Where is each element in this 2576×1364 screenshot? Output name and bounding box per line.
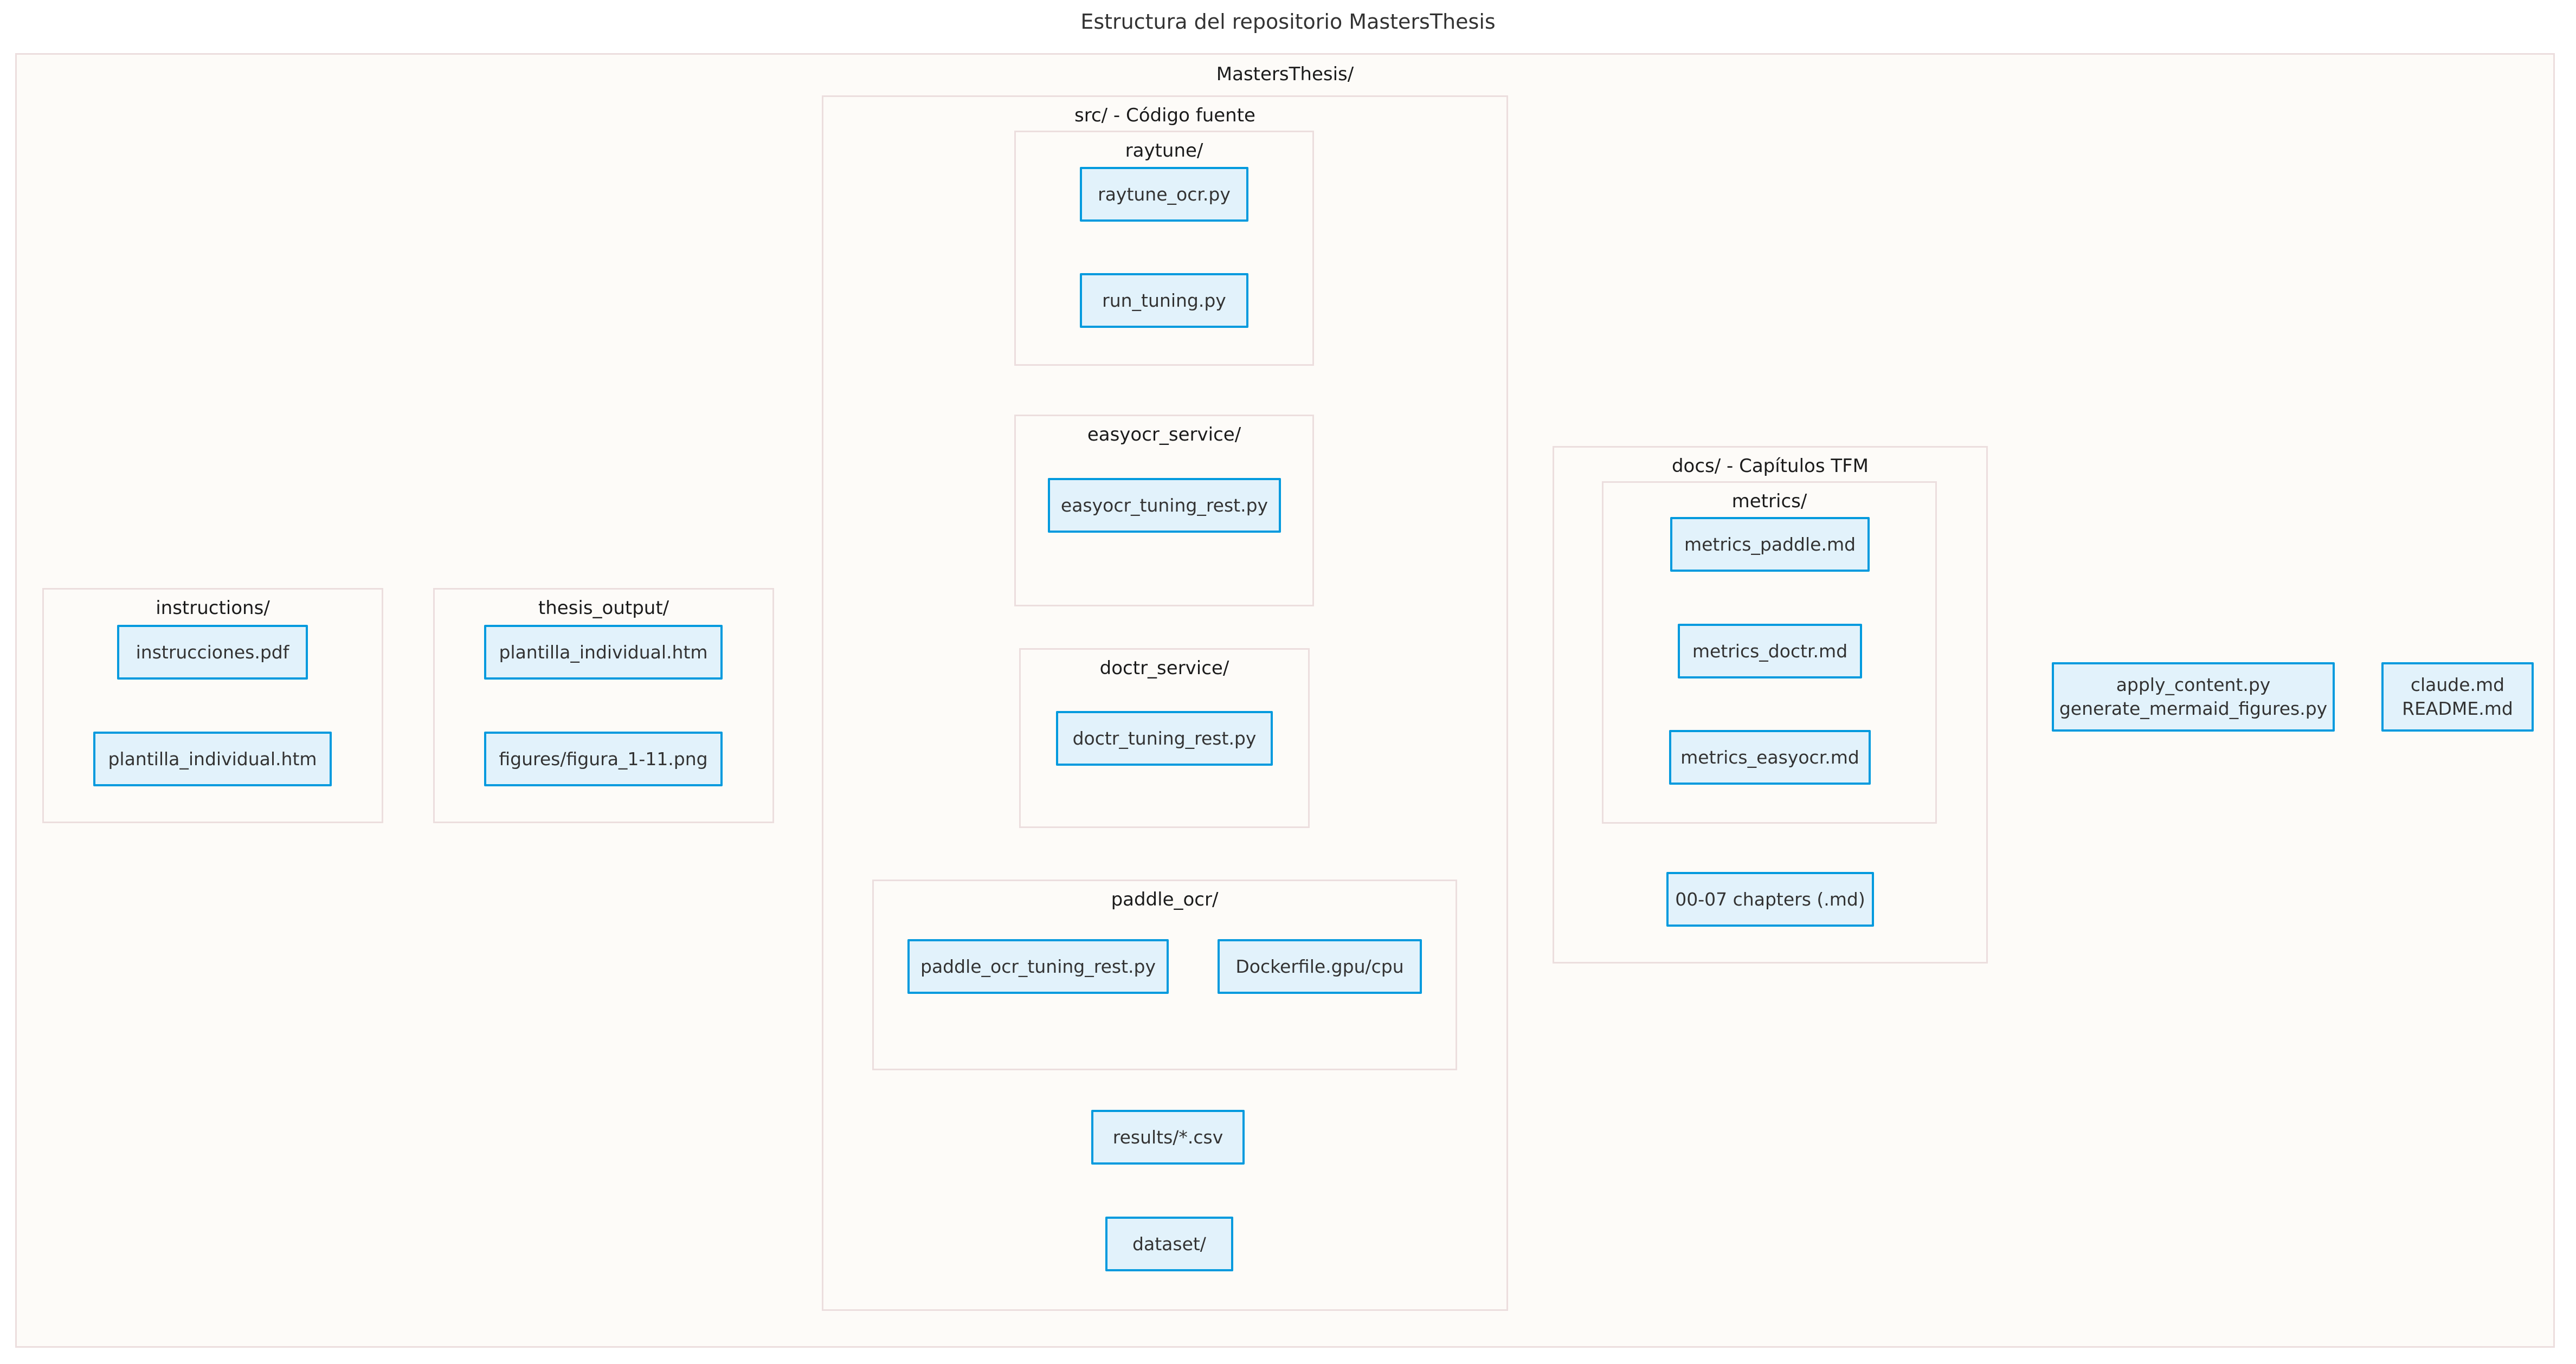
cluster-label-metrics: metrics/ xyxy=(1731,490,1807,512)
node-label-plantilla-individual-htm-instructions: plantilla_individual.htm xyxy=(108,748,317,770)
node-run-tuning-py[interactable]: run_tuning.py xyxy=(1080,273,1248,328)
cluster-raytune: raytune/ xyxy=(1014,131,1314,366)
node-instrucciones-pdf[interactable]: instrucciones.pdf xyxy=(117,625,308,680)
node-raytune-ocr-py[interactable]: raytune_ocr.py xyxy=(1080,167,1248,222)
cluster-label-src: src/ - Código fuente xyxy=(1074,105,1255,126)
node-label-paddle-ocr-tuning-rest-py: paddle_ocr_tuning_rest.py xyxy=(920,955,1156,977)
cluster-label-thesis-output: thesis_output/ xyxy=(538,597,669,619)
node-metrics-doctr-md[interactable]: metrics_doctr.md xyxy=(1678,624,1862,678)
node-label-plantilla-individual-htm-output: plantilla_individual.htm xyxy=(499,641,708,663)
node-label-metrics-doctr-md: metrics_doctr.md xyxy=(1692,640,1848,662)
node-label-doctr-tuning-rest-py: doctr_tuning_rest.py xyxy=(1072,727,1257,749)
node-label-easyocr-tuning-rest-py: easyocr_tuning_rest.py xyxy=(1060,494,1268,516)
node-chapters-md[interactable]: 00-07 chapters (.md) xyxy=(1666,872,1874,927)
node-dockerfile-gpu-cpu[interactable]: Dockerfile.gpu/cpu xyxy=(1218,939,1422,994)
node-label-instrucciones-pdf: instrucciones.pdf xyxy=(136,641,289,663)
cluster-label-docs: docs/ - Capítulos TFM xyxy=(1671,455,1869,477)
cluster-label-raytune: raytune/ xyxy=(1125,140,1203,161)
node-figures-figura-png[interactable]: figures/figura_1-11.png xyxy=(484,732,723,786)
page-title: Estructura del repositorio MastersThesis xyxy=(1080,10,1496,34)
node-label-figures-figura-png: figures/figura_1-11.png xyxy=(499,748,708,770)
node-label-dataset: dataset/ xyxy=(1132,1233,1206,1255)
node-easyocr-tuning-rest-py[interactable]: easyocr_tuning_rest.py xyxy=(1048,478,1281,533)
cluster-label-masters-thesis: MastersThesis/ xyxy=(1216,63,1354,85)
node-root-docs-md[interactable]: claude.md README.md xyxy=(2381,662,2534,732)
node-metrics-paddle-md[interactable]: metrics_paddle.md xyxy=(1670,517,1870,572)
node-doctr-tuning-rest-py[interactable]: doctr_tuning_rest.py xyxy=(1056,711,1273,766)
node-plantilla-individual-htm-output[interactable]: plantilla_individual.htm xyxy=(484,625,723,680)
cluster-instructions: instructions/ xyxy=(42,588,383,823)
node-label-results-csv: results/*.csv xyxy=(1112,1126,1223,1148)
node-label-raytune-ocr-py: raytune_ocr.py xyxy=(1098,183,1231,205)
node-label-run-tuning-py: run_tuning.py xyxy=(1102,289,1226,311)
node-label-scripts-py: apply_content.py generate_mermaid_figure… xyxy=(2059,674,2328,719)
cluster-thesis-output: thesis_output/ xyxy=(433,588,774,823)
node-paddle-ocr-tuning-rest-py[interactable]: paddle_ocr_tuning_rest.py xyxy=(907,939,1169,994)
cluster-label-easyocr-service: easyocr_service/ xyxy=(1087,424,1241,445)
node-label-metrics-easyocr-md: metrics_easyocr.md xyxy=(1680,746,1859,768)
node-label-dockerfile-gpu-cpu: Dockerfile.gpu/cpu xyxy=(1235,955,1404,977)
cluster-label-instructions: instructions/ xyxy=(156,597,270,619)
cluster-label-doctr-service: doctr_service/ xyxy=(1099,657,1229,679)
node-scripts-py[interactable]: apply_content.py generate_mermaid_figure… xyxy=(2052,662,2335,732)
node-plantilla-individual-htm-instructions[interactable]: plantilla_individual.htm xyxy=(93,732,332,786)
node-metrics-easyocr-md[interactable]: metrics_easyocr.md xyxy=(1669,730,1871,785)
node-label-chapters-md: 00-07 chapters (.md) xyxy=(1675,888,1865,910)
node-dataset[interactable]: dataset/ xyxy=(1105,1217,1233,1271)
node-label-root-docs-md: claude.md README.md xyxy=(2402,674,2513,719)
cluster-label-paddle-ocr: paddle_ocr/ xyxy=(1111,889,1219,910)
node-label-metrics-paddle-md: metrics_paddle.md xyxy=(1684,533,1856,555)
node-results-csv[interactable]: results/*.csv xyxy=(1091,1110,1245,1165)
